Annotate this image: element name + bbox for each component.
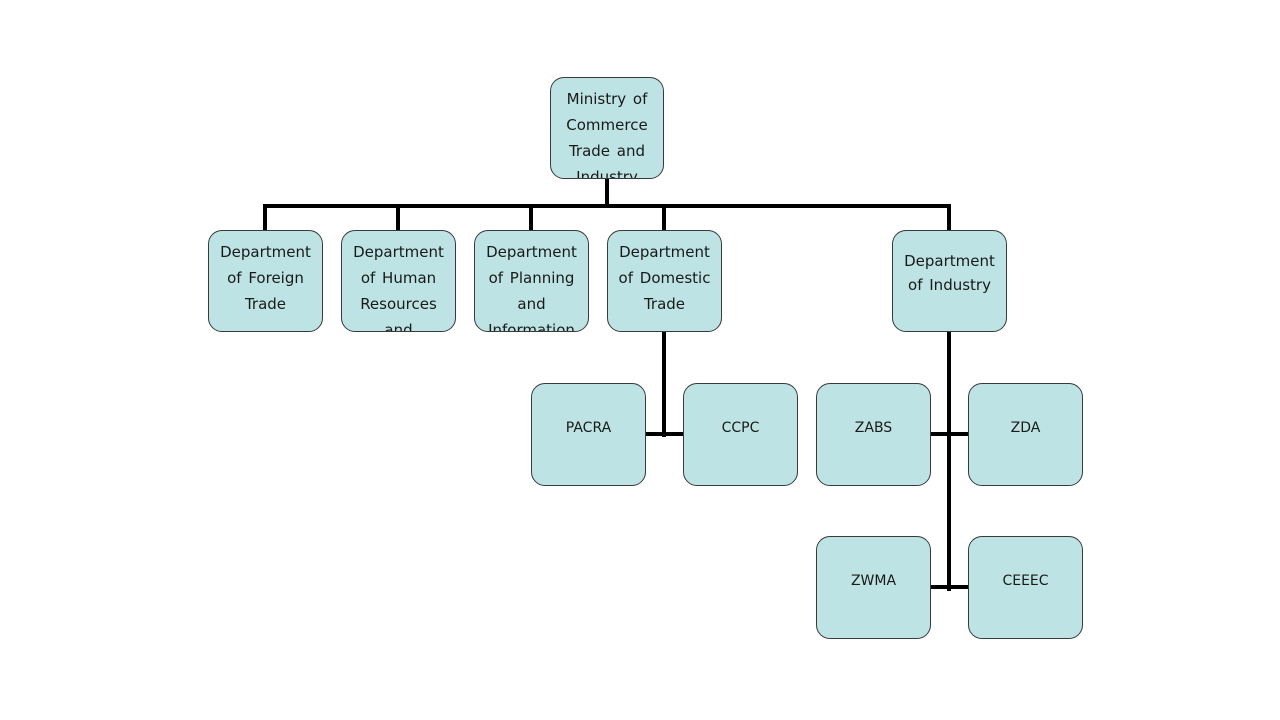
- node-ccpc: CCPC: [683, 383, 798, 486]
- node-zabs: ZABS: [816, 383, 931, 486]
- node-pacra: PACRA: [531, 383, 646, 486]
- connector-industry-down: [947, 330, 951, 591]
- node-department-foreign-trade: Department of Foreign Trade: [208, 230, 323, 332]
- node-department-industry: Department of Industry: [892, 230, 1007, 332]
- node-zwma: ZWMA: [816, 536, 931, 639]
- node-pacra-label: PACRA: [565, 420, 612, 436]
- connector-domestic-trade: [662, 204, 666, 232]
- node-department-foreign-trade-label: Department of Foreign Trade: [220, 243, 311, 313]
- node-ceeec: CEEEC: [968, 536, 1083, 639]
- node-ceeec-label: CEEEC: [1002, 573, 1049, 589]
- node-ccpc-label: CCPC: [721, 420, 760, 436]
- connector-zabs-zda-bar: [929, 432, 970, 436]
- node-department-human-resources-label: Department of Human Resources and: [353, 243, 444, 332]
- node-department-industry-label: Department of Industry: [904, 252, 995, 294]
- node-zda: ZDA: [968, 383, 1083, 486]
- node-zda-label: ZDA: [1010, 420, 1041, 436]
- connector-domestic-trade-down: [662, 330, 666, 437]
- connector-main-bus: [263, 204, 951, 208]
- node-ministry: Ministry of Commerce Trade and Industry: [550, 77, 664, 179]
- connector-planning: [529, 204, 533, 232]
- node-zabs-label: ZABS: [854, 420, 893, 436]
- node-department-planning: Department of Planning and Information: [474, 230, 589, 332]
- node-department-human-resources: Department of Human Resources and: [341, 230, 456, 332]
- connector-human-resources: [396, 204, 400, 232]
- node-department-planning-label: Department of Planning and Information: [486, 243, 577, 332]
- connector-zwma-ceeec-bar: [929, 585, 970, 589]
- connector-foreign-trade: [263, 204, 267, 232]
- node-zwma-label: ZWMA: [850, 573, 897, 589]
- node-department-domestic-trade-label: Department of Domestic Trade: [618, 243, 711, 313]
- connector-pacra-ccpc-bar: [644, 432, 685, 436]
- node-ministry-label: Ministry of Commerce Trade and Industry: [566, 90, 648, 179]
- connector-root-down: [605, 178, 609, 207]
- connector-industry: [947, 204, 951, 232]
- node-department-domestic-trade: Department of Domestic Trade: [607, 230, 722, 332]
